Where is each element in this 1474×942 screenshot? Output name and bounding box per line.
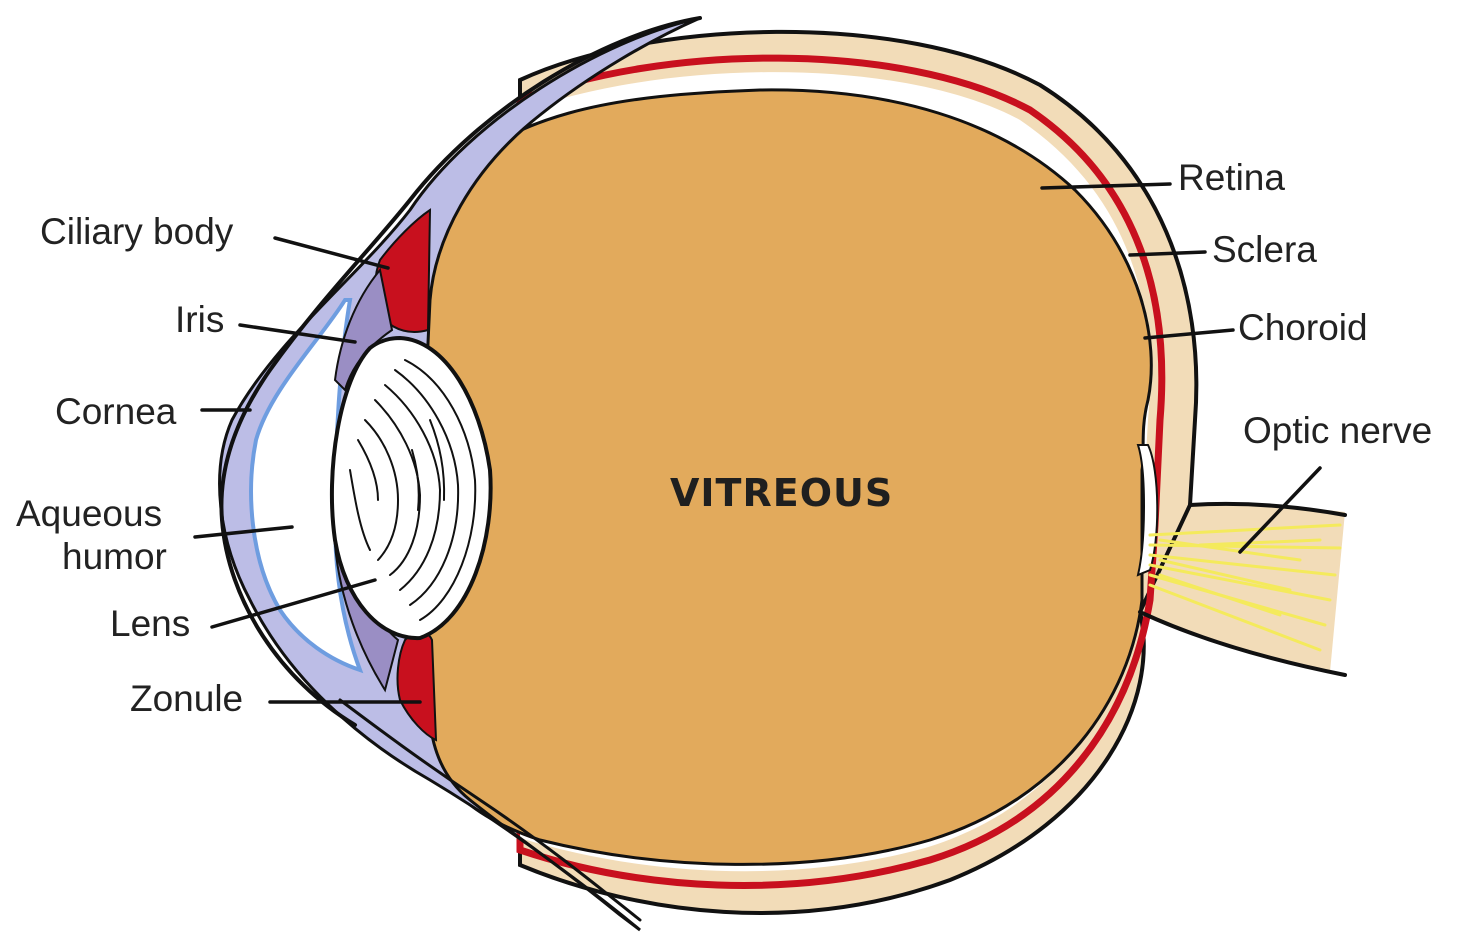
label-lens: Lens	[110, 603, 190, 644]
label-choroid: Choroid	[1238, 307, 1368, 348]
label-optic-nerve: Optic nerve	[1243, 410, 1432, 451]
label-retina: Retina	[1178, 157, 1285, 198]
label-aqueous-humor-line2: humor	[62, 536, 167, 577]
label-vitreous: VITREOUS	[670, 471, 893, 515]
label-cornea: Cornea	[55, 391, 177, 432]
label-sclera: Sclera	[1212, 229, 1317, 270]
label-aqueous-humor-line1: Aqueous	[16, 493, 162, 534]
label-zonule: Zonule	[130, 678, 243, 719]
label-iris: Iris	[175, 299, 224, 340]
label-ciliary-body: Ciliary body	[40, 211, 234, 252]
